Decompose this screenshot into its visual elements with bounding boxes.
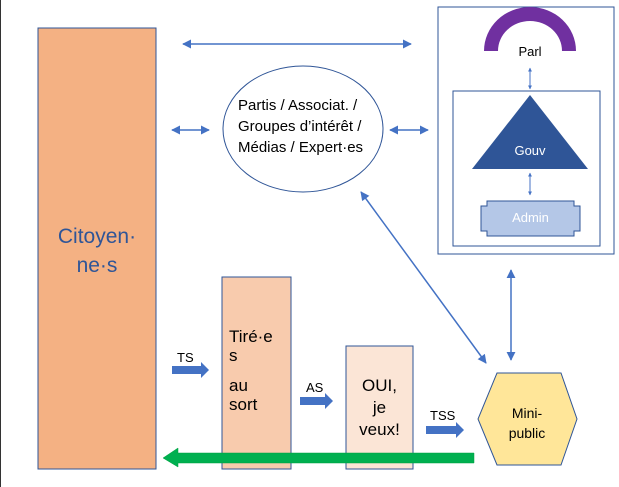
citoyens-box: [37, 27, 157, 470]
as-arrow-label: AS: [306, 380, 324, 395]
left-edge-rule: [0, 0, 1, 487]
partis-label-line3: Médias / Expert·es: [238, 139, 364, 156]
partis-label: Partis / Associat. / Groupes d’intérêt /…: [238, 95, 398, 158]
parl-arc-shape: [484, 7, 576, 51]
ts-block-arrow: [172, 362, 209, 378]
mini-public-label-line2: public: [508, 425, 546, 441]
oui-label-line2: je: [372, 398, 387, 417]
oui-label: OUI, je veux!: [346, 375, 413, 441]
citoyens-label-line2: ne·s: [76, 254, 118, 277]
mini-public-label: Mini- public: [487, 403, 567, 443]
admin-label: Admin: [512, 210, 549, 225]
tss-arrow-label: TSS: [430, 408, 456, 423]
arrow-partis-minipublic: [360, 191, 487, 364]
partis-label-line2: Groupes d’intérêt /: [238, 118, 362, 135]
ts-arrow-label: TS: [177, 350, 194, 365]
tss-block-arrow: [426, 422, 464, 438]
tires-box: [221, 276, 292, 470]
partis-label-line1: Partis / Associat. /: [238, 97, 358, 114]
institutions-frame: [437, 6, 615, 255]
gouv-triangle: [472, 95, 588, 169]
government-frame: [452, 90, 601, 247]
partis-ellipse: [222, 65, 384, 193]
citoyens-label: Citoyen· ne·s: [38, 222, 156, 280]
as-block-arrow: [300, 393, 333, 409]
mini-public-label-line1: Mini-: [511, 405, 543, 421]
citoyens-label-line1: Citoyen·: [57, 225, 137, 248]
tires-label-line4: sort: [229, 395, 258, 414]
tires-label-line3: au: [229, 376, 248, 395]
mini-public-hexagon: [477, 372, 578, 466]
return-arrow: [162, 447, 475, 468]
gouv-label: Gouv: [514, 143, 546, 158]
oui-label-line3: veux!: [359, 420, 400, 439]
tires-label-line2: s: [229, 346, 238, 365]
parl-label: Parl: [518, 44, 542, 59]
oui-label-line1: OUI,: [362, 376, 397, 395]
tires-label: Tiré·e s au sort: [229, 327, 289, 414]
tires-label-line1: Tiré·e: [229, 327, 273, 346]
